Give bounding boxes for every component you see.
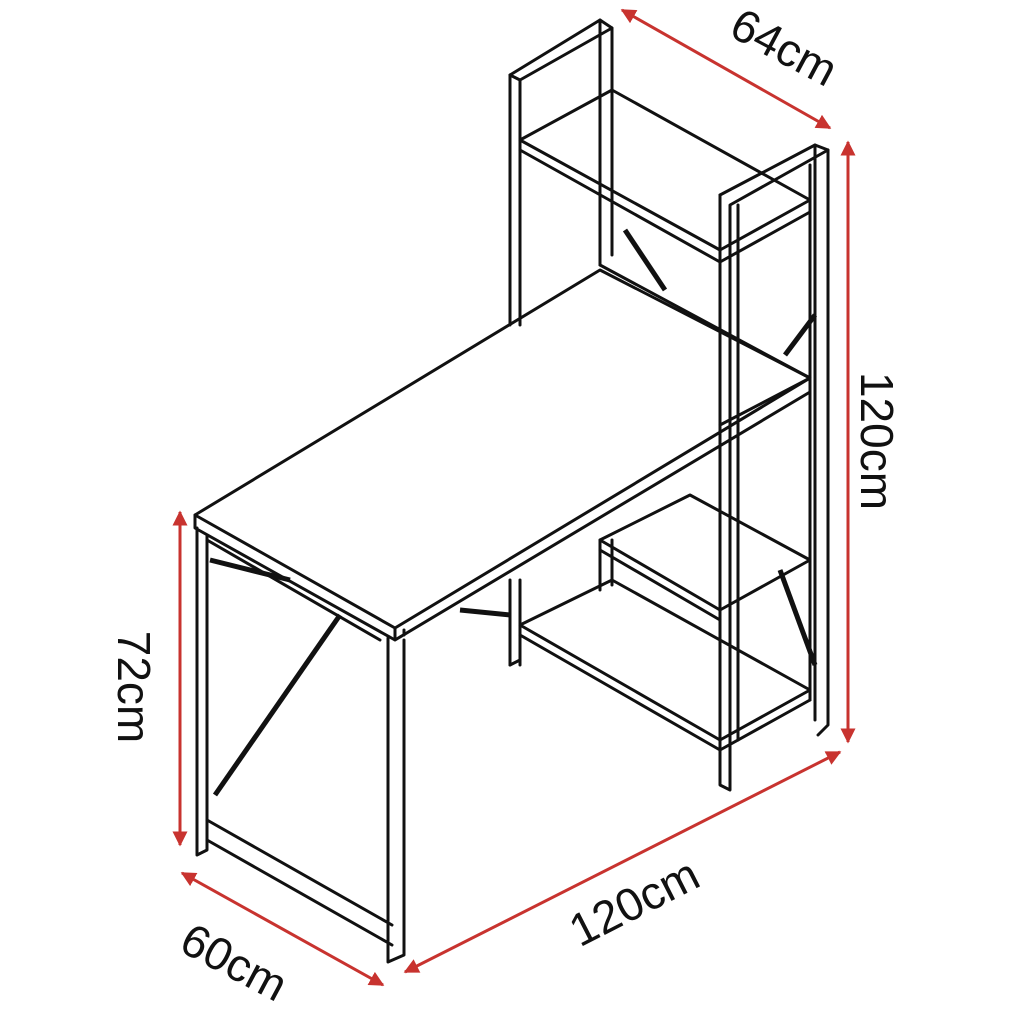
arrow-desk-width (403, 750, 842, 974)
arrow-desk-depth (180, 871, 385, 987)
label-shelf-height: 120cm (851, 371, 904, 511)
desktop (193, 268, 812, 642)
label-desk-height: 72cm (108, 630, 161, 744)
shelf-back-frame (508, 18, 614, 667)
dimension-arrows (172, 8, 856, 987)
shelves (518, 88, 812, 752)
arrow-shelf-depth (620, 8, 832, 130)
cross-braces (209, 228, 818, 797)
desk-legs (195, 526, 406, 964)
